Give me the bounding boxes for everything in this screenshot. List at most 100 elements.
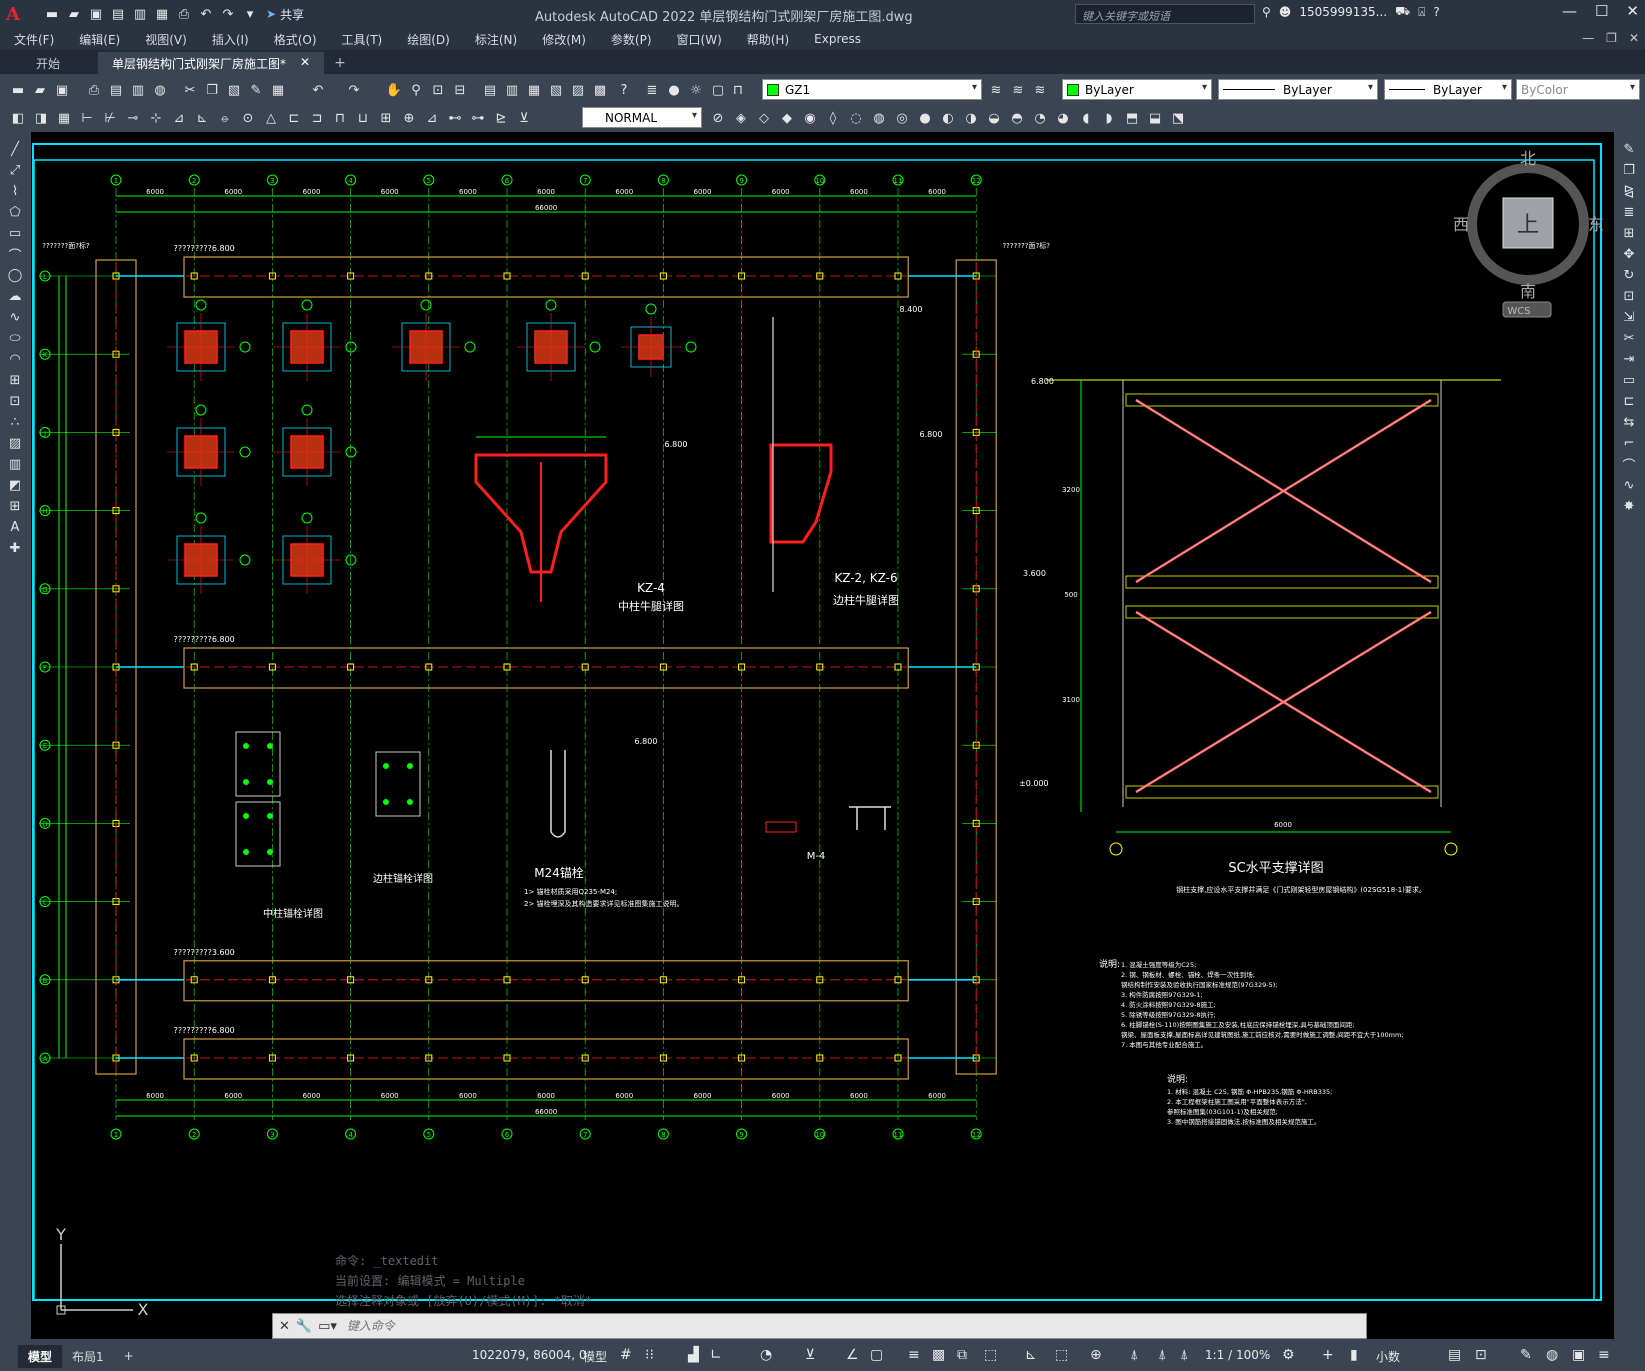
units-icon[interactable]: ▮ <box>1350 1347 1358 1363</box>
menu-item-1[interactable]: 编辑(E) <box>79 32 121 47</box>
blend-icon[interactable]: ∿ <box>1623 477 1635 493</box>
modify-tool-icon-3[interactable]: ◆ <box>782 110 792 126</box>
menu-item-3[interactable]: 插入(I) <box>211 32 249 47</box>
modify-tool-icon-19[interactable]: ⬓ <box>1148 110 1162 126</box>
grid-icon[interactable]: # <box>620 1347 632 1363</box>
print-icon[interactable]: ⎙ <box>178 6 190 22</box>
menu-item-12[interactable]: Express <box>814 32 861 46</box>
help-circle-icon[interactable]: ? <box>620 82 628 98</box>
tool-palettes-icon[interactable]: ▦ <box>527 82 541 98</box>
viewcube-south[interactable]: 南 <box>1520 282 1536 301</box>
design-center-icon[interactable]: ▥ <box>505 82 519 98</box>
dim-tool-icon-11[interactable]: △ <box>266 110 276 126</box>
modify-tool-icon-2[interactable]: ◇ <box>759 110 769 126</box>
open-icon[interactable]: ▰ <box>35 82 45 98</box>
osnap-tracking-icon[interactable]: ∠ <box>846 1347 859 1363</box>
line-icon[interactable]: ╱ <box>11 141 19 157</box>
modify-tool-icon-11[interactable]: ◑ <box>965 110 977 126</box>
recent-commands-icon[interactable]: ▭▾ <box>318 1318 337 1334</box>
isolate-objects-icon[interactable]: ✎ <box>1520 1347 1532 1363</box>
command-input[interactable] <box>346 1319 1247 1333</box>
snap-icon[interactable]: ⁝⁝ <box>645 1347 654 1363</box>
model-space-toggle[interactable]: 模型 <box>583 1350 608 1364</box>
sun-icon[interactable]: ☼ <box>690 82 702 98</box>
modify-tool-icon-10[interactable]: ◐ <box>942 110 954 126</box>
infer-icon[interactable]: ▟ <box>688 1347 699 1363</box>
new-icon[interactable]: ▬ <box>11 82 25 98</box>
menu-item-10[interactable]: 窗口(W) <box>676 32 722 47</box>
lock-ui-icon[interactable]: ⊡ <box>1475 1347 1487 1363</box>
modify-tool-icon-6[interactable]: ◌ <box>850 110 862 126</box>
mtext-icon[interactable]: A <box>10 519 20 535</box>
layer-state-icon[interactable]: ≋ <box>1034 82 1046 98</box>
viewcube[interactable]: 上 北 南 西 东 WCS <box>1453 149 1604 318</box>
viewcube-east[interactable]: 东 <box>1588 215 1604 234</box>
minimize-icon[interactable]: — <box>1561 2 1577 20</box>
search-input[interactable]: 键入关键字或短语 <box>1075 4 1255 24</box>
viewcube-face[interactable] <box>1502 197 1554 249</box>
copy-object-icon[interactable]: ❐ <box>1623 162 1635 178</box>
menu-item-2[interactable]: 视图(V) <box>145 32 187 47</box>
plotstyle-dropdown[interactable]: ByColor ▾ <box>1516 79 1640 100</box>
isodraft-icon[interactable]: ⊻ <box>805 1347 816 1363</box>
coordinate-readout[interactable]: 1022079, 86004, 0 <box>472 1348 587 1362</box>
dim-tool-icon-10[interactable]: ⊙ <box>242 110 254 126</box>
ellipse-arc-icon[interactable]: ◠ <box>9 351 21 367</box>
undo-icon[interactable]: ↶ <box>200 6 212 22</box>
doc-restore-icon[interactable]: ❐ <box>1606 31 1617 45</box>
lineweight-dropdown[interactable]: ByLayer ▾ <box>1384 79 1512 100</box>
chamfer-icon[interactable]: ⌐ <box>1623 435 1635 451</box>
modify-tool-icon-0[interactable]: ⊘ <box>712 110 724 126</box>
dim-tool-icon-12[interactable]: ⊏ <box>288 110 300 126</box>
menu-item-11[interactable]: 帮助(H) <box>746 32 790 47</box>
matchprop-icon[interactable]: ✎ <box>250 82 262 98</box>
selection-cycling-icon[interactable]: ⧉ <box>957 1347 967 1363</box>
dim-tool-icon-19[interactable]: ⊷ <box>448 110 462 126</box>
dim-tool-icon-0[interactable]: ◧ <box>11 110 25 126</box>
help-icon[interactable]: ? <box>1433 5 1440 19</box>
plot-preview-icon[interactable]: ▦ <box>155 6 169 22</box>
zoom-window-icon[interactable]: ⊡ <box>432 82 444 98</box>
menu-item-7[interactable]: 标注(N) <box>474 32 518 47</box>
modify-tool-icon-8[interactable]: ◎ <box>896 110 908 126</box>
modify-tool-icon-7[interactable]: ◍ <box>873 110 885 126</box>
dim-tool-icon-22[interactable]: ⊻ <box>519 110 529 126</box>
dim-tool-icon-5[interactable]: ⊸ <box>127 110 139 126</box>
annotation-scale-icon[interactable]: ⍋ <box>1180 1347 1189 1363</box>
dim-tool-icon-14[interactable]: ⊓ <box>334 110 346 126</box>
publish-icon[interactable]: ▥ <box>131 82 145 98</box>
redo-icon[interactable]: ↷ <box>222 6 234 22</box>
dimstyle-dropdown[interactable]: NORMAL ▾ <box>582 107 702 128</box>
dim-tool-icon-18[interactable]: ⊿ <box>426 110 438 126</box>
mirror-icon[interactable]: ⧎ <box>1623 183 1635 199</box>
array-icon[interactable]: ⊞ <box>1623 225 1635 241</box>
modify-tool-icon-12[interactable]: ◒ <box>988 110 1000 126</box>
dim-tool-icon-8[interactable]: ⊾ <box>196 110 208 126</box>
fillet-icon[interactable]: ⌒ <box>1622 458 1636 474</box>
close-icon[interactable]: ✕ <box>1626 2 1639 20</box>
copy-icon[interactable]: ❐ <box>206 82 218 98</box>
tab-start[interactable]: 开始 <box>36 57 61 71</box>
app-logo[interactable]: A <box>6 3 20 25</box>
zoom-previous-icon[interactable]: ⊟ <box>454 82 466 98</box>
dim-tool-icon-21[interactable]: ⊵ <box>495 110 507 126</box>
globe-icon[interactable]: ◍ <box>154 82 166 98</box>
dim-tool-icon-13[interactable]: ⊐ <box>311 110 323 126</box>
paste-icon[interactable]: ▧ <box>227 82 241 98</box>
layer-dropdown[interactable]: GZ1 ▾ <box>762 79 982 100</box>
cart-icon[interactable]: ⛟ <box>1395 4 1411 18</box>
customize-qat-icon[interactable]: ▾ <box>246 6 254 22</box>
autodesk-a360-icon[interactable]: ⍓ <box>1418 4 1426 19</box>
spline-icon[interactable]: ∿ <box>9 309 21 325</box>
modify-tool-icon-20[interactable]: ⬔ <box>1171 110 1185 126</box>
region-icon[interactable]: ◩ <box>8 477 22 493</box>
join-icon[interactable]: ⇆ <box>1623 414 1635 430</box>
dim-tool-icon-15[interactable]: ⊔ <box>357 110 369 126</box>
osnap-icon[interactable]: ▢ <box>870 1347 884 1363</box>
explode-icon[interactable]: ✸ <box>1623 498 1635 514</box>
make-current-layer-icon[interactable]: ≋ <box>990 82 1002 98</box>
modify-tool-icon-13[interactable]: ◓ <box>1011 110 1023 126</box>
close-tab-icon[interactable]: ✕ <box>300 55 311 69</box>
customize-status-icon[interactable]: ≡ <box>1598 1347 1610 1363</box>
